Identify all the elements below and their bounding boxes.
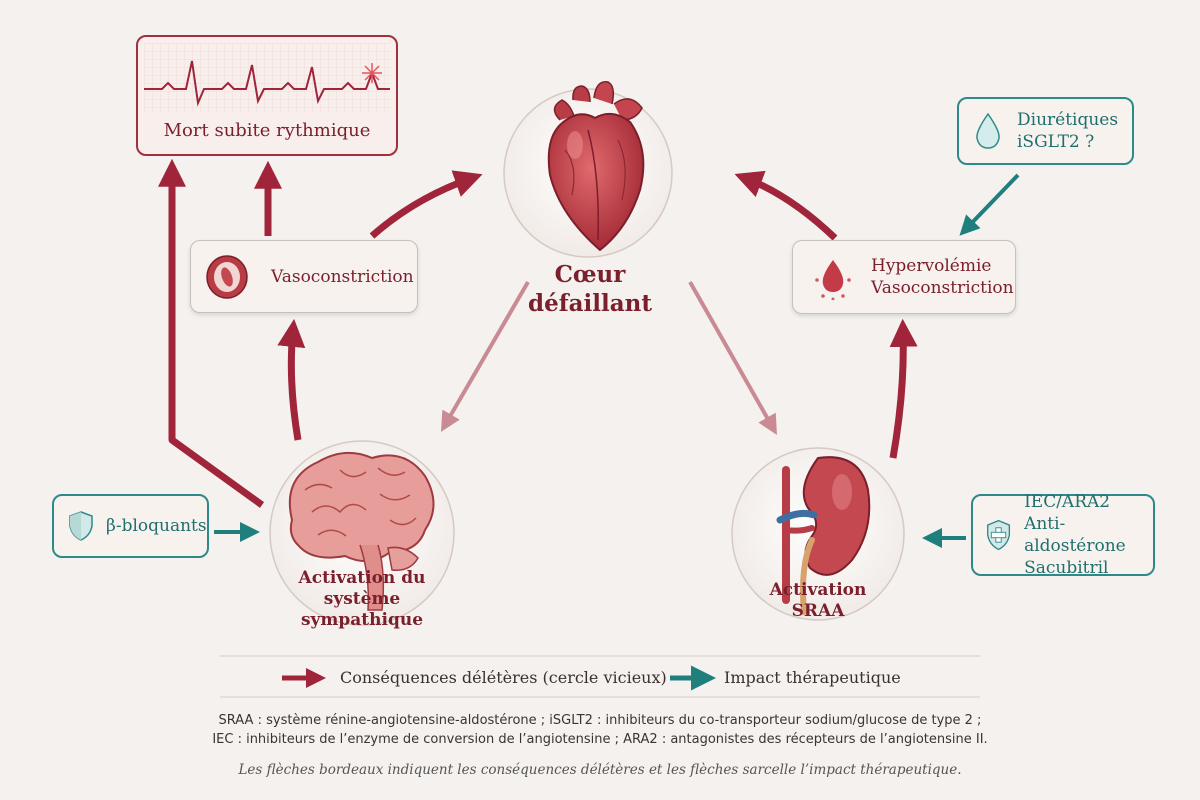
beta-blockers-label: β-bloquants xyxy=(106,516,207,536)
arrow-heart-to-raas xyxy=(688,281,777,435)
blood-drop-icon xyxy=(815,260,851,300)
ecg-icon xyxy=(144,43,390,113)
arrow-diuretics-to-hypervolemia xyxy=(959,173,1020,236)
arrow-sympathetic-to-vasoconstriction xyxy=(277,318,306,441)
shield-icon xyxy=(69,511,93,541)
arrow-heart-to-sympathetic xyxy=(440,280,530,432)
arrow-sympathetic-to-sudden-death xyxy=(158,158,265,508)
sympathetic-label: Activation du système sympathique xyxy=(298,568,426,630)
node-hypervolemia: Hypervolémie Vasoconstriction xyxy=(792,240,1016,314)
water-drop-icon xyxy=(976,112,1000,149)
arrow-hypervolemia-to-heart xyxy=(734,170,838,241)
diuretics-label: Diurétiques iSGLT2 ? xyxy=(1017,110,1119,152)
heart-icon xyxy=(547,81,645,252)
center-label: Cœur défaillant xyxy=(528,261,652,317)
footnote-line-1: SRAA : système rénine-angiotensine-aldos… xyxy=(218,713,982,728)
shield-cross-icon xyxy=(987,519,1011,551)
brain-icon xyxy=(288,451,435,611)
iec-label: IEC/ARA2 Anti-aldostérone Sacubitril xyxy=(1024,492,1126,578)
vessel-icon xyxy=(206,254,248,299)
vasoconstriction-label: Vasoconstriction xyxy=(271,266,414,287)
kidney-icon xyxy=(776,456,871,615)
hypervolemia-label: Hypervolémie Vasoconstriction xyxy=(871,256,1014,298)
sudden-death-label: Mort subite rythmique xyxy=(163,120,371,141)
legend-therapeutic-label: Impact thérapeutique xyxy=(724,668,901,687)
footnote-line-2: IEC : inhibiteurs de l’enzyme de convers… xyxy=(212,732,988,747)
node-sudden-death: Mort subite rythmique xyxy=(136,35,398,156)
treatment-diuretics: Diurétiques iSGLT2 ? xyxy=(957,97,1134,165)
arrow-vasoconstriction-to-heart xyxy=(369,170,483,239)
arrow-raas-to-hypervolemia xyxy=(889,318,918,459)
legend-deleterious-label: Conséquences délétères (cercle vicieux) xyxy=(340,668,667,687)
node-vasoconstriction: Vasoconstriction xyxy=(190,240,418,313)
footnote-note: Les flèches bordeaux indiquent les consé… xyxy=(238,762,962,778)
treatment-beta-blockers: β-bloquants xyxy=(52,494,209,558)
treatment-iec-ara2: IEC/ARA2 Anti-aldostérone Sacubitril xyxy=(971,492,1155,578)
raas-label: Activation SRAA xyxy=(769,580,867,621)
